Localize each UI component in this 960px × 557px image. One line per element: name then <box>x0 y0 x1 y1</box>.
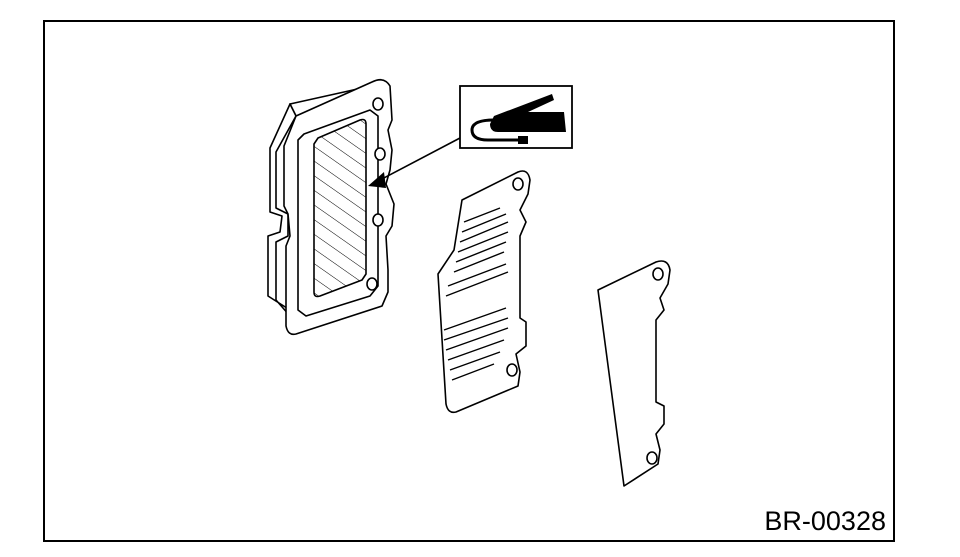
inner-shim <box>437 170 531 414</box>
outer-shim-hole <box>652 267 664 281</box>
pad-hole <box>372 213 384 227</box>
friction-material <box>313 118 367 298</box>
grease-tube-icon <box>459 85 573 149</box>
pad-hole <box>366 277 378 291</box>
outer-shim <box>597 260 671 487</box>
shim-hole <box>506 363 518 377</box>
shim-hole <box>512 177 524 191</box>
pad-hole <box>374 147 386 161</box>
grease-leader-arrow <box>368 137 461 188</box>
brake-pad <box>267 78 395 336</box>
pad-hole <box>372 97 384 111</box>
outer-shim-hole <box>646 451 658 465</box>
figure-code-label: BR-00328 <box>764 506 886 536</box>
